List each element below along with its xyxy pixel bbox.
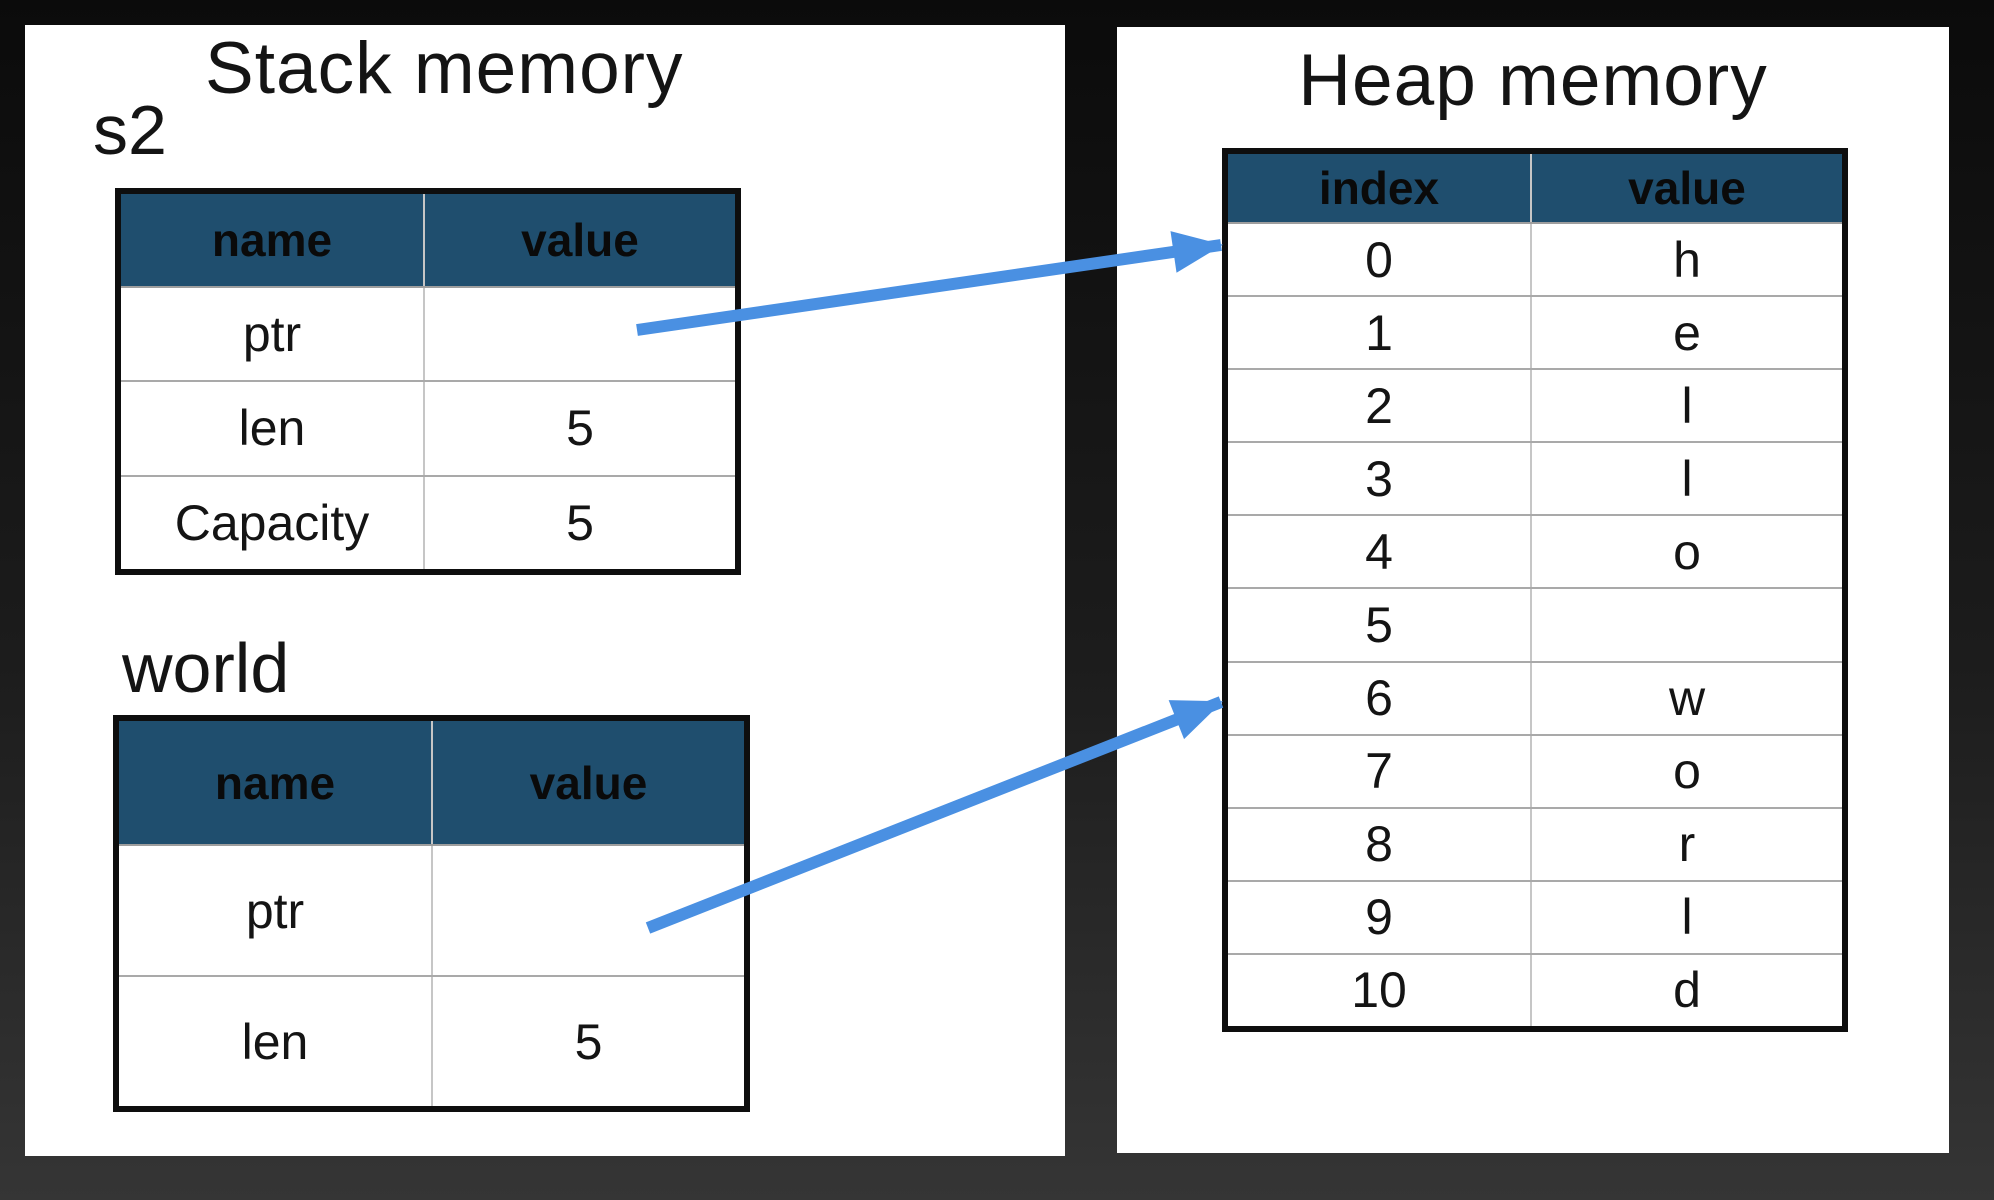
table-header-row: name value [121,194,735,286]
cell-index: 9 [1228,881,1532,953]
table-row: Capacity 5 [121,474,735,569]
table-row: len 5 [121,380,735,475]
heap-memory-title: Heap memory [1298,40,1768,121]
table-row: len 5 [119,975,744,1106]
table-row: 1 e [1228,295,1842,369]
cell-ptr-name: ptr [121,288,425,381]
table-row: 4 o [1228,514,1842,588]
header-cell-name: name [119,721,433,844]
cell-ptr-value [433,846,744,975]
heap-table: index value 0 h 1 e 2 l 3 l 4 o 5 6 w [1222,148,1848,1032]
table-row: 6 w [1228,660,1842,734]
table-row: 0 h [1228,222,1842,296]
table-row: ptr [121,286,735,381]
cell-value: e [1673,304,1701,361]
table-row: 3 l [1228,441,1842,515]
cell-index: 8 [1228,808,1532,880]
table-row: 5 [1228,587,1842,661]
cell-len-name: len [119,977,433,1106]
cell-value [1532,589,1842,660]
world-variable-label: world [122,629,290,707]
cell-value: l [1681,889,1693,946]
cell-index: 10 [1228,954,1532,1027]
table-row: 8 r [1228,806,1842,880]
cell-ptr-value [425,288,735,380]
stack-memory-title: Stack memory [205,28,684,109]
cell-index: 7 [1228,735,1532,807]
cell-index: 0 [1228,224,1532,296]
cell-index: 6 [1228,662,1532,734]
cell-value: o [1673,523,1701,580]
cell-ptr-name: ptr [119,846,433,975]
cell-len-name: len [121,382,425,475]
header-cell-value: value [1628,162,1746,214]
world-table: name value ptr len 5 [113,715,750,1112]
table-row: 10 d [1228,952,1842,1027]
cell-index: 1 [1228,297,1532,369]
table-row: ptr [119,844,744,975]
table-header-row: index value [1228,154,1842,222]
table-row: 9 l [1228,879,1842,953]
cell-capacity-name: Capacity [121,476,425,569]
cell-value: l [1681,377,1693,434]
cell-len-value: 5 [566,400,594,457]
cell-value: w [1668,670,1706,727]
table-row: 2 l [1228,368,1842,442]
header-cell-value: value [521,214,639,266]
table-header-row: name value [119,721,744,844]
header-cell-index: index [1228,154,1532,222]
s2-table: name value ptr len 5 Capacity 5 [115,188,741,575]
header-cell-name: name [121,194,425,286]
cell-index: 4 [1228,516,1532,588]
cell-value: l [1681,450,1693,507]
cell-value: h [1673,231,1701,288]
cell-capacity-value: 5 [566,494,594,551]
cell-len-value: 5 [574,1013,603,1070]
cell-index: 2 [1228,370,1532,442]
cell-index: 3 [1228,443,1532,515]
cell-value: d [1673,962,1701,1019]
cell-value: r [1678,816,1696,873]
cell-index: 5 [1228,589,1532,661]
header-cell-value: value [529,756,648,809]
s2-variable-label: s2 [93,91,167,169]
table-row: 7 o [1228,733,1842,807]
cell-value: o [1673,743,1701,800]
